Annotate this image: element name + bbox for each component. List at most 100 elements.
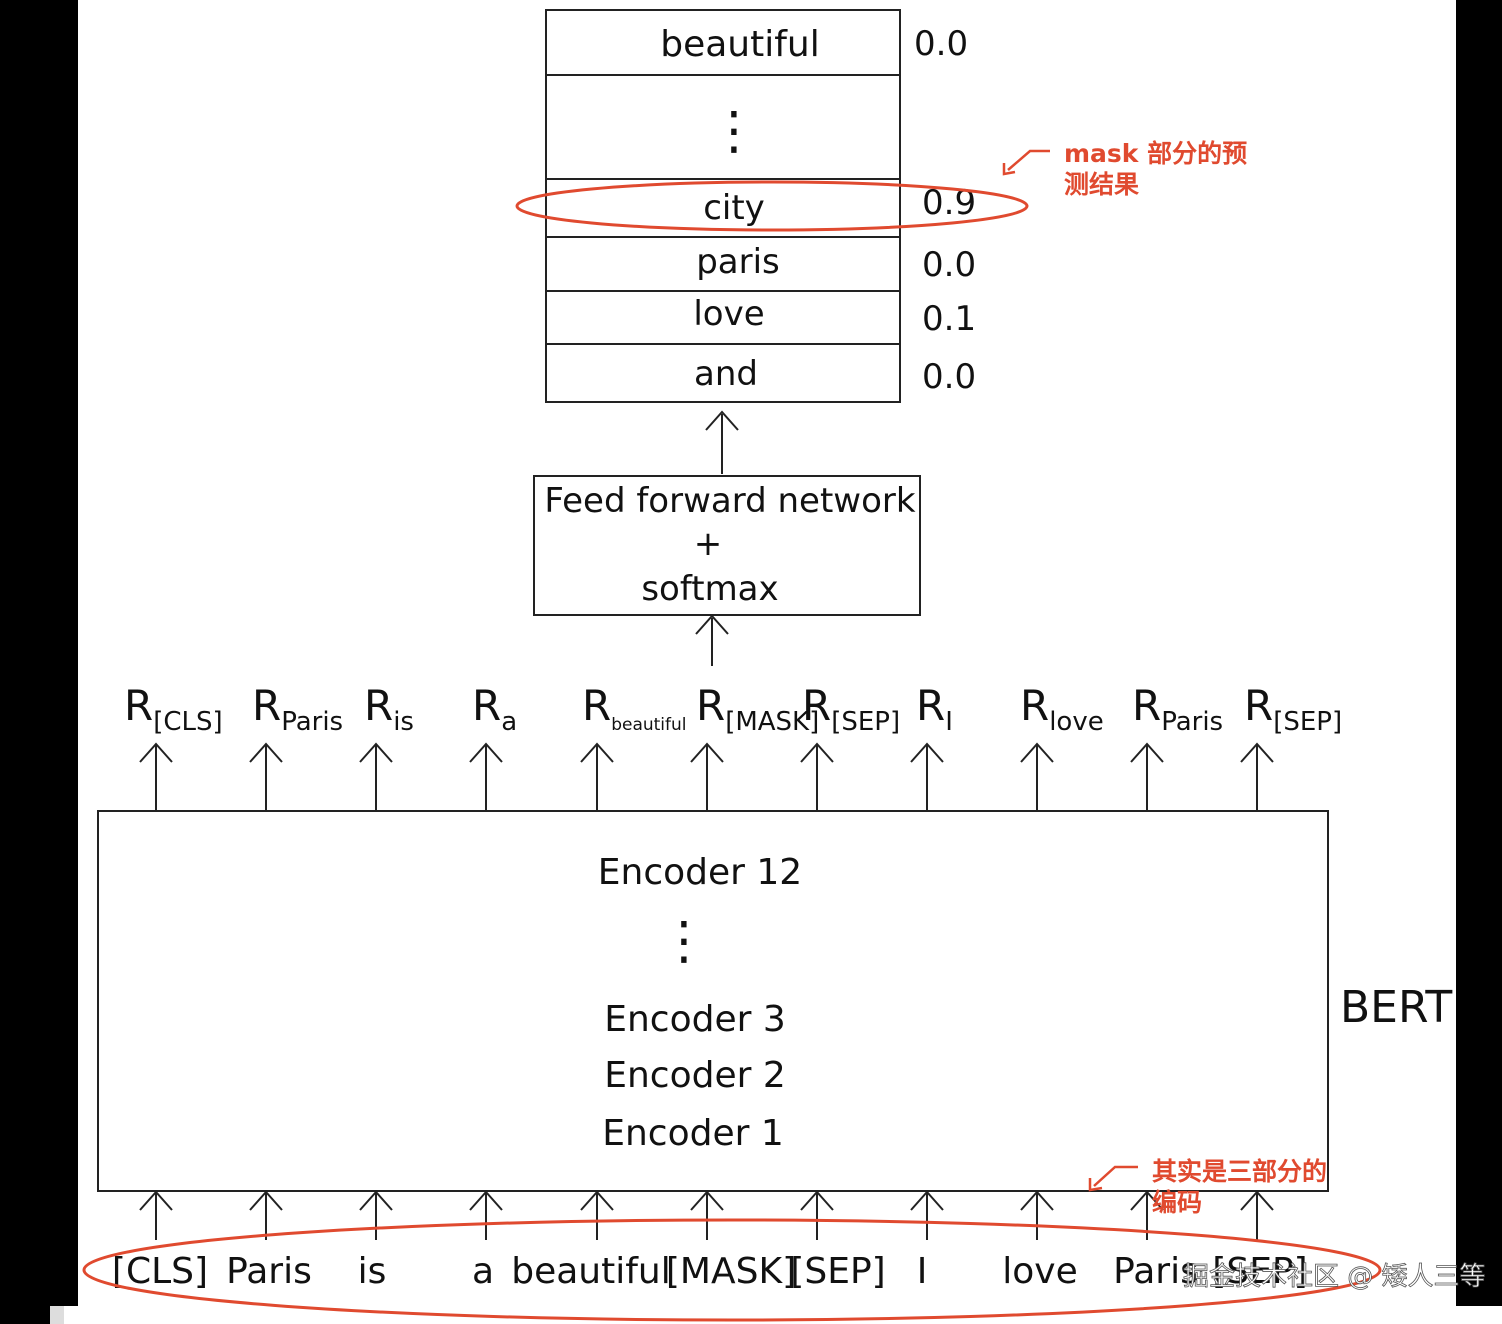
upper-arrow-arrowhead-icon — [1240, 742, 1274, 763]
representation-subscript: I — [945, 707, 953, 737]
representation-label: R[MASK] — [696, 681, 819, 737]
watermark: 掘金技术社区 @ 矮人三等 — [1183, 1262, 1486, 1292]
embedding-annotation: 其实是三部分的 编码 — [1088, 1157, 1327, 1217]
mask-annotation-line2: 测结果 — [1064, 170, 1139, 199]
mask-annotation: mask 部分的预 测结果 — [1002, 139, 1247, 199]
input-token: a — [472, 1251, 494, 1292]
upper-arrow-arrowhead-icon — [469, 742, 503, 763]
representation-label: R[SEP] — [1244, 681, 1342, 737]
lower-arrow-arrowhead-icon — [580, 1190, 614, 1211]
representation-subscript: [SEP] — [1273, 707, 1342, 737]
vocab-word: love — [693, 294, 764, 334]
vocab-prob: 0.0 — [914, 24, 968, 64]
representation-subscript: is — [393, 707, 414, 737]
ffn-line1: Feed forward network — [544, 481, 915, 521]
representation-subscript: a — [501, 707, 517, 737]
encoder-ellipsis: ⋮ — [658, 911, 710, 971]
vocab-word: city — [703, 188, 765, 228]
lower-arrow-arrowhead-icon — [800, 1190, 834, 1211]
input-token: is — [358, 1251, 387, 1292]
representation-label: RParis — [1132, 681, 1223, 737]
lower-arrow-arrowhead-icon — [249, 1190, 283, 1211]
representation-subscript: love — [1049, 707, 1104, 737]
representation-letter: R — [472, 681, 501, 730]
bert-border — [97, 810, 1329, 1192]
vocab-prob: 0.1 — [922, 299, 976, 339]
lower-arrow-arrowhead-icon — [1020, 1190, 1054, 1211]
input-token: [SEP] — [790, 1251, 885, 1292]
vocab-table: beautiful 0.0 ⋮ city 0.9 paris 0.0 love … — [545, 9, 976, 403]
lower-arrow-arrowhead-icon — [469, 1190, 503, 1211]
representation-letter: R — [802, 681, 831, 730]
vocab-word: paris — [696, 242, 780, 282]
vocab-prob: 0.0 — [922, 357, 976, 397]
vocab-word: beautiful — [660, 24, 820, 65]
bert-box: Encoder 12 ⋮ Encoder 3 Encoder 2 Encoder… — [97, 810, 1329, 1192]
representation-letter: R — [1132, 681, 1161, 730]
bottom-strip — [50, 1306, 1502, 1324]
upper-arrow-arrowhead-icon — [359, 742, 393, 763]
representation-letter: R — [582, 681, 611, 730]
input-token: beautiful — [511, 1251, 671, 1292]
lower-arrow-arrowhead-icon — [910, 1190, 944, 1211]
annotation-arrowhead-icon — [1088, 1178, 1103, 1192]
mask-annotation-line1: mask 部分的预 — [1064, 139, 1247, 168]
lower-arrow-arrowhead-icon — [1130, 1190, 1164, 1211]
annotation-arrow-icon — [1093, 1165, 1138, 1187]
representation-subscript: Paris — [281, 707, 343, 737]
representation-letter: R — [1020, 681, 1049, 730]
vocab-ellipsis: ⋮ — [708, 101, 760, 161]
upper-arrow-arrowhead-icon — [1130, 742, 1164, 763]
representation-label: RParis — [252, 681, 343, 737]
representation-subscript: [MASK] — [725, 707, 819, 737]
vocab-table-border — [545, 9, 901, 403]
representation-subscript: [CLS] — [153, 707, 222, 737]
upper-arrow-arrowhead-icon — [690, 742, 724, 763]
annotation-arrow-icon — [1007, 149, 1050, 171]
input-token: [CLS] — [112, 1251, 208, 1292]
representation-letter: R — [364, 681, 393, 730]
embedding-annotation-line1: 其实是三部分的 — [1152, 1157, 1327, 1186]
input-token: love — [1002, 1251, 1077, 1292]
lower-arrow-arrowhead-icon — [139, 1190, 173, 1211]
ffn-box: Feed forward network + softmax — [533, 475, 921, 616]
representation-label: Ris — [364, 681, 414, 737]
annotation-arrowhead-icon — [1002, 163, 1016, 176]
input-token: Paris — [1113, 1251, 1199, 1292]
representation-label: Rlove — [1020, 681, 1104, 737]
input-token: [SEP] — [1212, 1251, 1307, 1292]
representation-letter: R — [916, 681, 945, 730]
upper-arrow-arrowhead-icon — [800, 742, 834, 763]
upper-arrow-arrowhead-icon — [910, 742, 944, 763]
arrowhead-icon — [695, 614, 729, 635]
city-highlight-ellipse — [515, 180, 1029, 232]
vocab-word: and — [694, 354, 758, 394]
representation-letter: R — [124, 681, 153, 730]
representation-subscript: beautiful — [611, 715, 686, 735]
input-token: Paris — [226, 1251, 312, 1292]
ffn-border — [533, 475, 921, 616]
representation-letter: R — [252, 681, 281, 730]
encoder-label: Encoder 2 — [604, 1055, 786, 1096]
representation-label: Rbeautiful — [582, 681, 687, 735]
representation-subscript: [SEP] — [831, 707, 900, 737]
upper-arrow-arrowhead-icon — [1020, 742, 1054, 763]
representation-label: RI — [916, 681, 953, 737]
encoder-12-label: Encoder 12 — [598, 852, 802, 893]
upper-arrows — [139, 742, 1274, 810]
input-token: I — [917, 1251, 928, 1292]
upper-arrow-arrowhead-icon — [580, 742, 614, 763]
input-highlight-ellipse — [82, 1218, 1382, 1322]
representation-letter: R — [696, 681, 725, 730]
encoder-label: Encoder 1 — [602, 1113, 784, 1154]
lower-arrow-arrowhead-icon — [359, 1190, 393, 1211]
ffn-line3: softmax — [641, 569, 778, 609]
lower-arrow-arrowhead-icon — [690, 1190, 724, 1211]
arrowhead-icon — [705, 410, 739, 431]
upper-arrow-arrowhead-icon — [139, 742, 173, 763]
embedding-annotation-line2: 编码 — [1152, 1188, 1202, 1217]
representation-label: R[CLS] — [124, 681, 223, 737]
